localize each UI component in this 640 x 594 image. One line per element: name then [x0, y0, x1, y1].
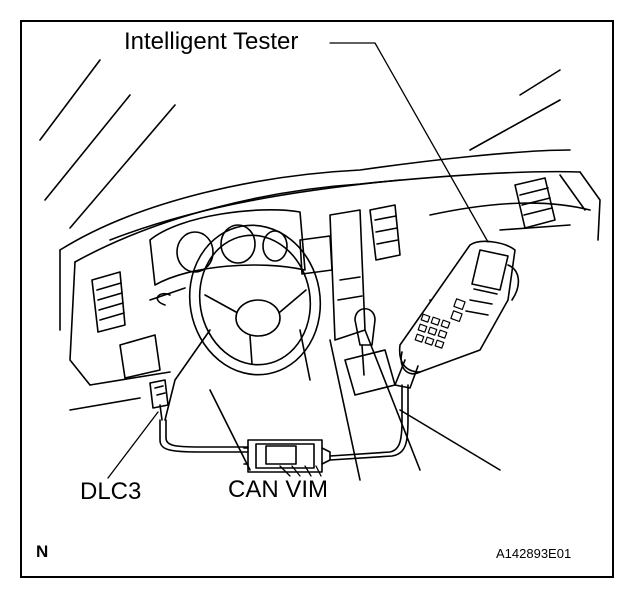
right-air-vent: [514, 177, 556, 229]
dlc3-label: DLC3: [80, 478, 142, 505]
dlc3-cable-inner: [165, 419, 249, 448]
dlc3-cable: [159, 419, 249, 453]
instrument-cluster: [149, 209, 306, 286]
lower-dash: [69, 287, 501, 471]
center-stack: [299, 204, 421, 481]
corner-mark: N: [36, 542, 49, 561]
intelligent-tester-device: [394, 240, 520, 389]
windshield-lines: [39, 59, 561, 229]
steering-wheel: [164, 224, 322, 421]
dlc3-connector: [149, 379, 169, 421]
can-vim-label: CAN VIM: [228, 476, 329, 503]
left-air-vent: [91, 271, 126, 333]
leader-lines: [107, 42, 489, 479]
figure-frame: [20, 20, 614, 578]
intelligent-tester-label: Intelligent Tester: [124, 28, 299, 55]
dashboard-outline: [59, 149, 601, 386]
tester-cable-inner: [329, 384, 409, 461]
figure-code: A142893E01: [496, 546, 572, 561]
gear-shifter: [344, 307, 396, 396]
tester-cable: [329, 384, 403, 457]
